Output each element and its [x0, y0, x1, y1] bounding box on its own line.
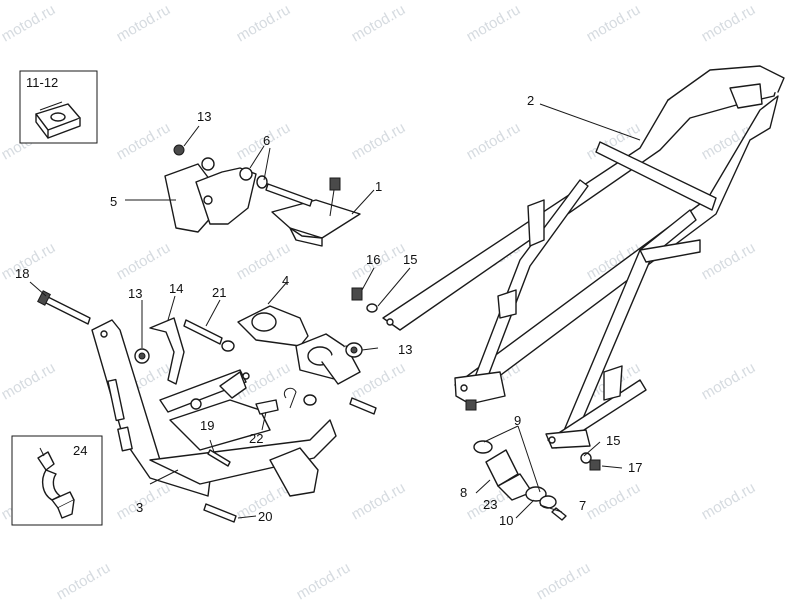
callout-22: 22 [249, 431, 263, 446]
watermark: motod.ru [114, 479, 174, 523]
callout-16: 16 [366, 252, 380, 267]
watermark: motod.ru [349, 1, 409, 45]
callout-10: 10 [499, 513, 513, 528]
callout-24: 24 [73, 443, 87, 458]
callout-2: 2 [527, 93, 534, 108]
subframe-mount-tab-3 [603, 365, 623, 401]
rear-subframe [382, 65, 785, 449]
watermark: motod.ru [0, 359, 58, 403]
clamp-icon [37, 447, 75, 519]
watermark: motod.ru [234, 1, 294, 45]
inset-clip-nut: 11-12 [19, 70, 98, 144]
watermark: motod.ru [294, 559, 354, 600]
watermark: motod.ru [534, 559, 594, 600]
subframe-cross-tube [595, 141, 717, 211]
watermark: motod.ru [349, 359, 409, 403]
callout-4: 4 [282, 273, 289, 288]
bolt-19 [207, 449, 231, 467]
watermarks: motod.ru motod.ru motod.ru motod.ru moto… [0, 1, 758, 600]
bracket-14 [149, 317, 185, 385]
subframe-mount-tab [527, 199, 545, 247]
bolt-21 [183, 319, 223, 345]
watermark: motod.ru [699, 1, 759, 45]
subframe-side-tube [639, 239, 701, 263]
callout-21: 21 [212, 285, 226, 300]
callout-13-left: 13 [128, 286, 142, 301]
brackets-5-6 [164, 157, 257, 233]
bolt-20 [203, 503, 237, 523]
front-frame-top [159, 369, 247, 413]
callout-3: 3 [136, 500, 143, 515]
callout-11-12: 11-12 [26, 75, 58, 90]
leader-lines [29, 103, 641, 519]
subframe-tab [729, 83, 763, 109]
front-frame-cross [149, 419, 337, 485]
callout-6: 6 [263, 133, 270, 148]
watermark: motod.ru [349, 119, 409, 163]
damper-8 [473, 440, 557, 509]
watermark: motod.ru [0, 1, 58, 45]
front-frame-gusset [169, 399, 271, 451]
callout-17: 17 [628, 460, 642, 475]
watermark: motod.ru [114, 119, 174, 163]
callout-14: 14 [169, 281, 183, 296]
callout-1: 1 [375, 179, 382, 194]
callout-7: 7 [579, 498, 586, 513]
bolt-13c [349, 397, 377, 415]
watermark: motod.ru [584, 1, 644, 45]
callout-19: 19 [200, 418, 214, 433]
watermark: motod.ru [114, 239, 174, 283]
watermark: motod.ru [349, 479, 409, 523]
callout-15-top: 15 [403, 252, 417, 267]
subframe-front-lug [454, 371, 506, 405]
front-frame [91, 319, 337, 497]
callout-18: 18 [15, 266, 29, 281]
bracket-4 [237, 305, 361, 385]
callout-15-right: 15 [606, 433, 620, 448]
watermark: motod.ru [114, 1, 174, 45]
watermark: motod.ru [464, 119, 524, 163]
fasteners [37, 144, 601, 523]
callout-5: 5 [110, 194, 117, 209]
watermark: motod.ru [699, 479, 759, 523]
front-frame-bracket [269, 447, 319, 497]
watermark: motod.ru [584, 479, 644, 523]
watermark: motod.ru [54, 559, 114, 600]
watermark: motod.ru [464, 1, 524, 45]
callout-13-top: 13 [197, 109, 211, 124]
callout-23: 23 [483, 497, 497, 512]
inset-clamp: 24 [11, 435, 103, 526]
watermark: motod.ru [699, 359, 759, 403]
subframe-rear-lug [545, 429, 591, 449]
inset-box-24 [11, 435, 103, 526]
callout-8: 8 [460, 485, 467, 500]
clip-nut-icon [35, 101, 81, 139]
bracket-1 [271, 177, 361, 247]
callout-labels: 1 2 3 4 5 6 7 8 9 10 13 13 13 14 15 15 1… [15, 93, 642, 528]
callout-9: 9 [514, 413, 521, 428]
watermark: motod.ru [699, 239, 759, 283]
bolt-6 [265, 183, 313, 207]
callout-20: 20 [258, 509, 272, 524]
bolt-18 [43, 295, 91, 325]
subframe-mount-tab-2 [497, 289, 517, 319]
front-frame-plate [219, 371, 247, 399]
callout-13-mid: 13 [398, 342, 412, 357]
